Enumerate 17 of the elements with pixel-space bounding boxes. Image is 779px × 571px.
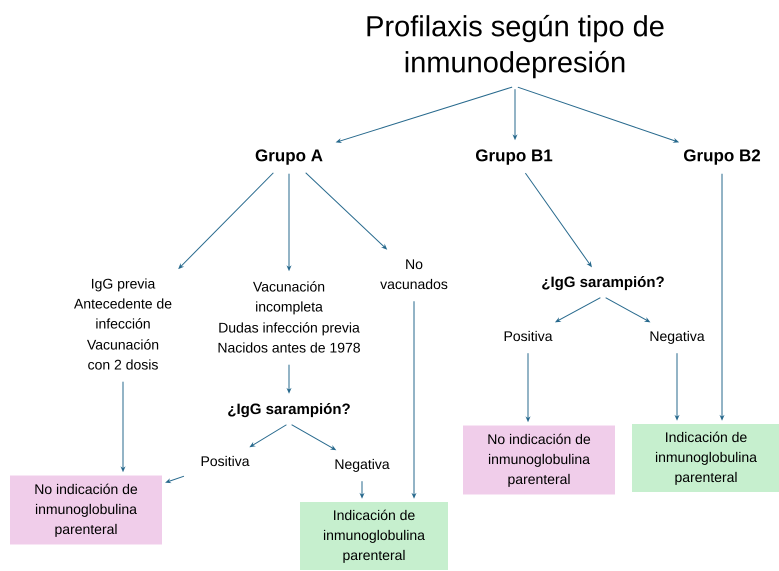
- result-label: Negativa: [336, 458, 390, 472]
- criteria-text: IgG previa Antecedente de infección Vacunación con 2 dosis: [74, 278, 172, 370]
- question-text: ¿IgG sarampión?: [228, 403, 350, 418]
- outcome-box: No indicación de inmunoglobulina parenteral: [10, 476, 162, 544]
- group-label: Grupo B1: [476, 149, 552, 165]
- question-text: ¿IgG sarampión?: [542, 276, 664, 290]
- outcome-box: Indicación de inmunoglobulina parenteral: [300, 502, 448, 570]
- group-label: Grupo A: [256, 149, 323, 165]
- result-label: Negativa: [650, 330, 705, 344]
- result-label: Positiva: [202, 456, 250, 466]
- title-text: Profilaxis según tipo de inmunodepresión: [367, 14, 664, 78]
- result-label: Positiva: [504, 330, 553, 342]
- outcome-box: No indicación de inmunoglobulina parenteral: [463, 426, 615, 494]
- criteria-text: Vacunación incompleta Dudas infección previa Nacidos antes de 1978: [218, 281, 360, 353]
- outcome-box: Indicación de inmunoglobulina parenteral: [632, 424, 779, 492]
- group-label: Grupo B2: [684, 149, 760, 165]
- criteria-text: No vacunados: [380, 259, 448, 290]
